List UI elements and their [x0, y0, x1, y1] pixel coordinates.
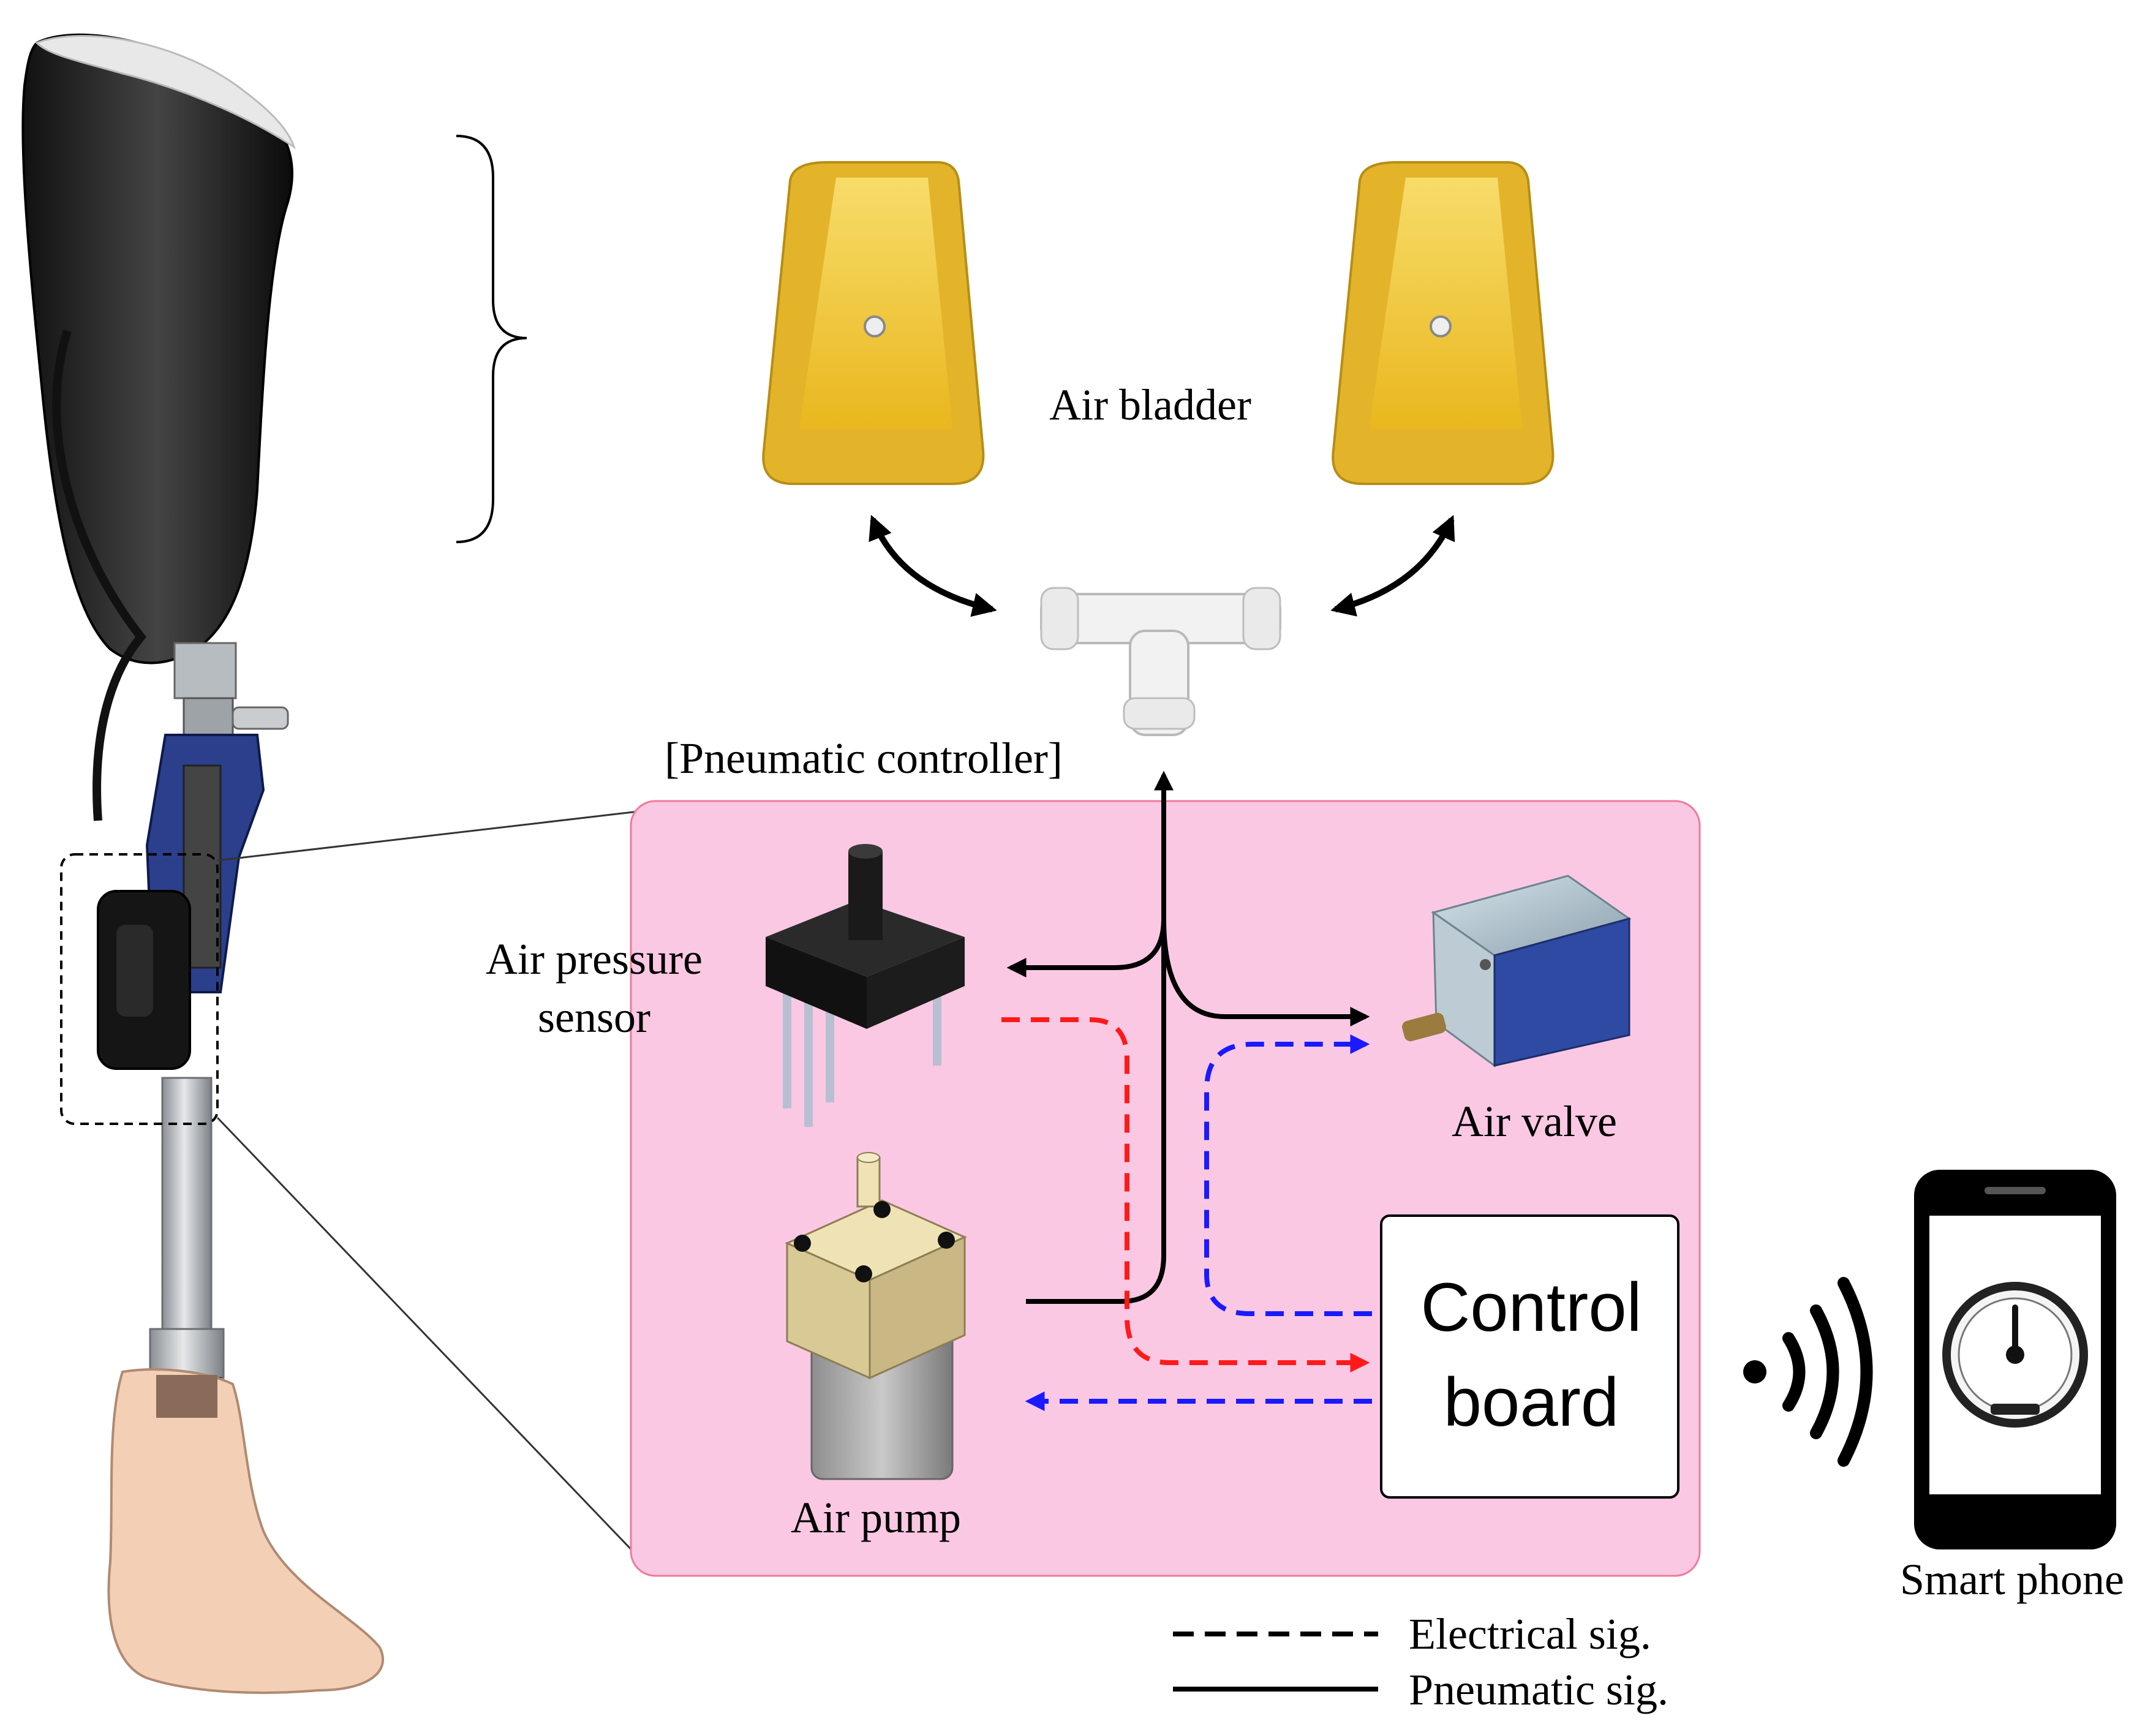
legend-pneumatic-label: Pneumatic sig.	[1409, 1665, 1668, 1714]
prosthetic-foot	[107, 1368, 384, 1694]
prosthetic-leg-photo	[21, 33, 384, 1694]
air-valve-label: Air valve	[1452, 1097, 1617, 1146]
air-bladder-label: Air bladder	[1049, 380, 1251, 429]
control-board-box	[1380, 1214, 1679, 1499]
control-board-label-2: board	[1444, 1364, 1619, 1440]
callout-line-bottom	[216, 1116, 638, 1557]
smartphone-gauge-icon	[1914, 1170, 2116, 1549]
arrow-right-bladder	[1330, 514, 1455, 617]
air-pressure-sensor-label-1: Air pressure	[486, 935, 703, 984]
legend: Electrical sig. Pneumatic sig.	[1173, 1609, 1668, 1714]
air-pump-icon	[785, 1152, 967, 1480]
wireless-signal-icon	[1743, 1277, 1873, 1467]
pylon	[161, 1077, 213, 1355]
arrow-left-bladder	[869, 514, 997, 617]
controller-callout-box	[60, 853, 219, 1125]
pneumatic-controller-label: [Pneumatic controller]	[665, 734, 1063, 783]
t-connector-icon	[1040, 587, 1281, 736]
solenoid-valve-icon	[1402, 875, 1632, 1067]
callout-line-top	[217, 807, 665, 862]
socket-brace	[456, 135, 527, 543]
electrical-line-board-to-valve	[1204, 1034, 1372, 1316]
smart-phone-label: Smart phone	[1900, 1555, 2124, 1604]
air-pump-label: Air pump	[791, 1493, 961, 1542]
legend-electrical-label: Electrical sig.	[1409, 1609, 1651, 1658]
pressure-sensor-icon	[766, 844, 965, 1127]
air-pressure-sensor-label-2: sensor	[538, 993, 650, 1042]
pneumatic-line-to-valve	[1161, 918, 1370, 1026]
air-bladder-right	[1332, 161, 1555, 485]
electrical-line-sensor-to-board	[1001, 1017, 1370, 1372]
air-bladder-left	[762, 161, 985, 485]
control-board-label-1: Control	[1420, 1269, 1642, 1346]
